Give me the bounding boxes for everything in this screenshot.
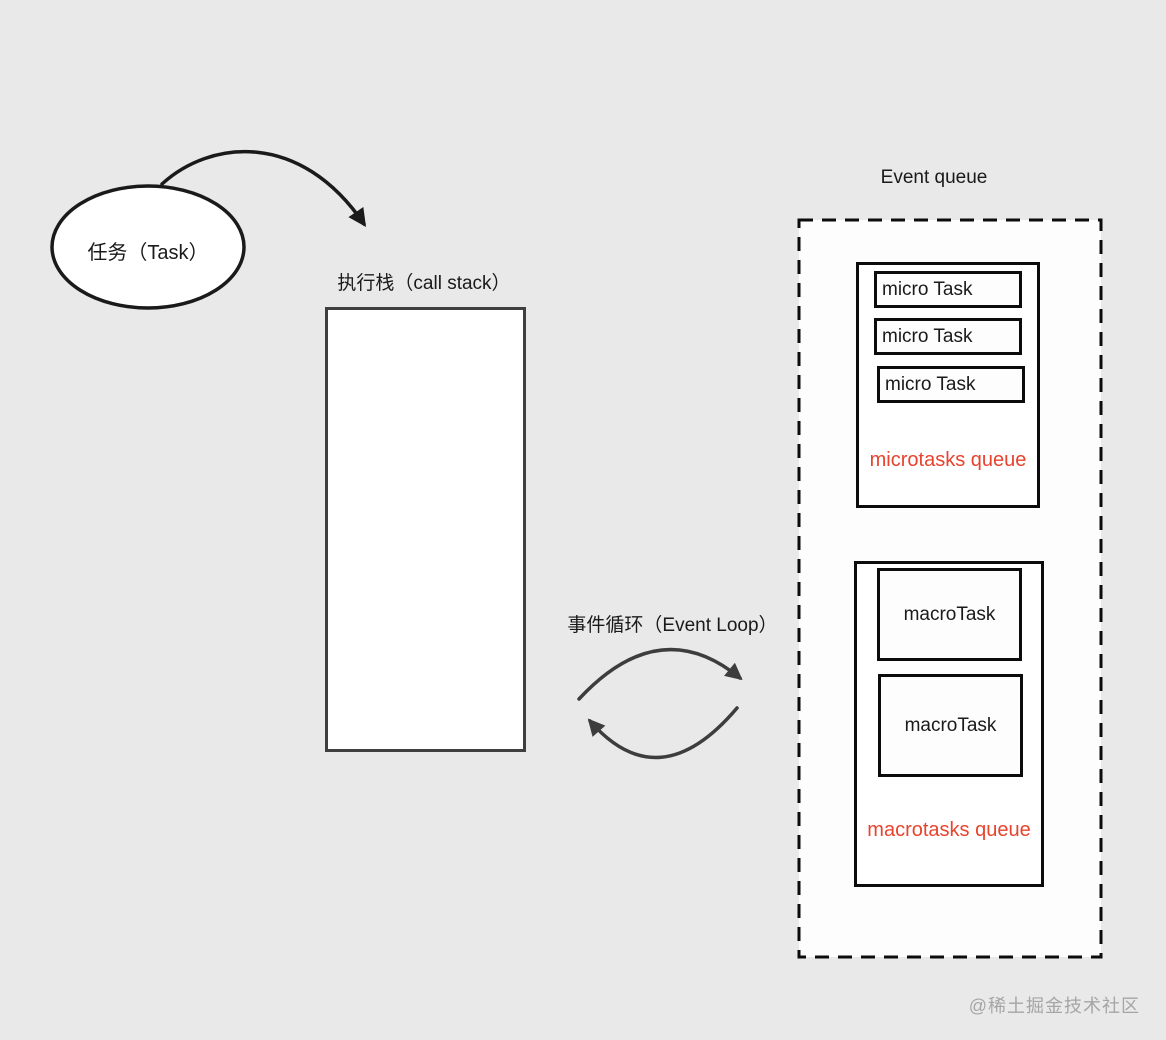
call-stack-box [325,307,526,752]
task-ellipse [50,184,246,310]
micro-task-item: micro Task [877,366,1025,403]
event-loop-arrow-bottom [587,706,739,760]
microtasks-queue-box: micro Task micro Task micro Task microta… [856,262,1040,508]
macrotasks-queue-box: macroTask macroTask macrotasks queue [854,561,1044,887]
task-label: 任务（Task） [87,242,209,264]
event-loop-label: 事件循环（Event Loop） [567,615,778,636]
macro-task-item: macroTask [878,674,1023,777]
macro-task-item: macroTask [877,568,1022,661]
micro-task-item: micro Task [874,318,1022,355]
event-loop-arrow-top [577,647,743,701]
task-to-callstack-arrow [160,150,367,227]
watermark: @稀土掘金技术社区 [968,996,1140,1016]
macrotasks-queue-label: macrotasks queue [867,819,1031,841]
microtasks-queue-label: microtasks queue [869,449,1027,471]
micro-task-item: micro Task [874,271,1022,308]
event-queue-label: Event queue [880,167,988,188]
call-stack-label: 执行栈（call stack） [337,273,511,294]
